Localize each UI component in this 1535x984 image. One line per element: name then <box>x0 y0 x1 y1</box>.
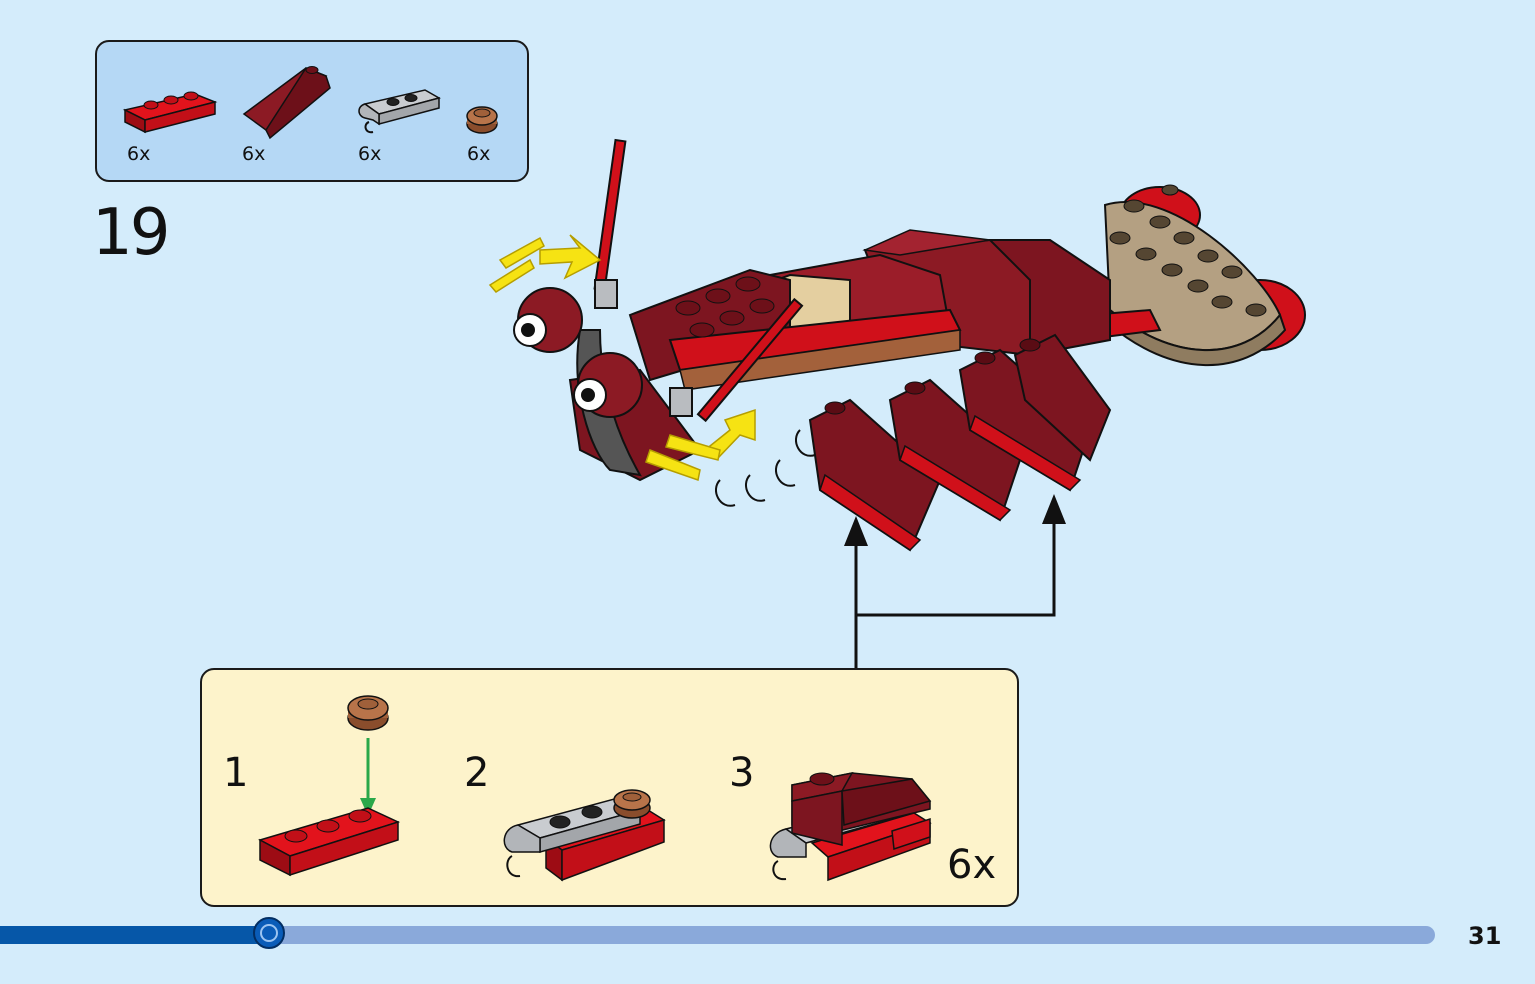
tail-assembly <box>1103 184 1306 367</box>
antenna-bars <box>593 138 804 423</box>
sub-step-1-illustration <box>258 695 401 877</box>
step-number: 19 <box>92 196 170 270</box>
part-quantity: 6x <box>467 143 491 165</box>
sub-step-2-illustration <box>503 789 666 882</box>
dragon-model-illustration <box>488 138 1306 552</box>
sub-step-3-illustration <box>769 771 932 882</box>
sub-step-number: 2 <box>464 750 490 796</box>
progress-fill <box>0 926 270 944</box>
arrow-head <box>844 516 868 546</box>
sub-step-number: 3 <box>729 750 755 796</box>
progress-handle[interactable] <box>252 917 285 949</box>
part-quantity: 6x <box>358 143 382 165</box>
sub-step-number: 1 <box>223 750 249 796</box>
arrow-head <box>1042 494 1066 524</box>
sub-assembly-multiplier: 6x <box>947 842 997 888</box>
red-plate-1x3-icon <box>122 91 218 134</box>
parts-list-box: 6x 6x 6x 6x <box>95 40 529 182</box>
page-number: 31 <box>1468 922 1502 950</box>
callout-arrows <box>844 494 1066 668</box>
leg-slopes <box>715 333 1112 552</box>
part-quantity: 6x <box>242 143 266 165</box>
sub-assembly-box: 1 2 3 <box>200 668 1019 907</box>
body-assembly <box>628 229 1162 391</box>
brown-round-tile-icon <box>466 106 498 134</box>
grey-clip-plate-icon <box>358 89 441 134</box>
rotation-arrows <box>488 234 756 481</box>
dark-red-slope-icon <box>242 66 331 140</box>
part-quantity: 6x <box>127 143 151 165</box>
progress-bar <box>0 917 1435 949</box>
